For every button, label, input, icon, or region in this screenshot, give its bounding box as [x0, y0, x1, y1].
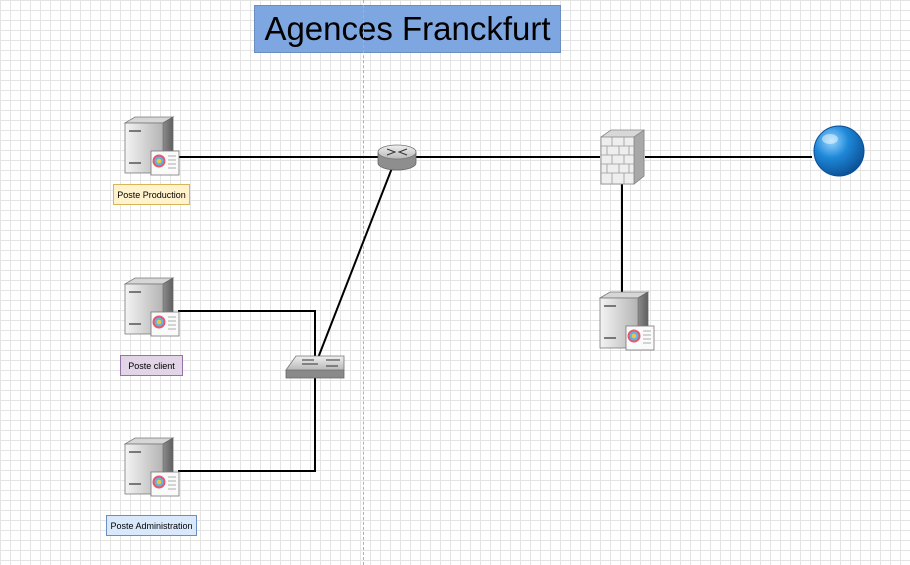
server-icon: [599, 291, 655, 351]
label-poste-production: Poste Production: [113, 184, 190, 205]
server-icon: [124, 277, 180, 337]
page-divider: [363, 0, 364, 565]
link-router-switch: [317, 167, 393, 359]
diagram-title: Agences Franckfurt: [254, 5, 561, 53]
connections: [178, 156, 812, 472]
server-icon: [124, 437, 180, 497]
router-icon: [377, 144, 417, 171]
switch-icon: [285, 355, 345, 379]
globe-icon: [813, 125, 865, 177]
label-poste-client: Poste client: [120, 355, 183, 376]
server-icon: [124, 116, 180, 176]
link-client-switch: [178, 310, 316, 360]
link-admin-switch: [178, 378, 316, 472]
label-poste-administration: Poste Administration: [106, 515, 197, 536]
firewall-icon: [600, 129, 645, 185]
